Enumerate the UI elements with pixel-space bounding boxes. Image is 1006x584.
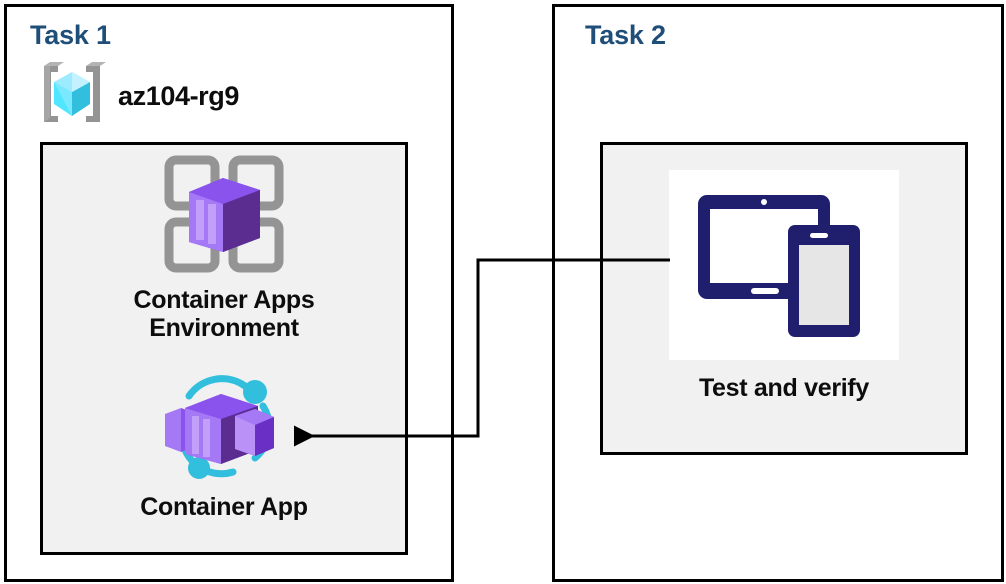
node-container-apps-environment-label: Container Apps Environment <box>133 286 315 342</box>
task-2-title: Task 2 <box>585 20 666 50</box>
azure-resource-group-icon <box>36 58 108 135</box>
container-apps-environment-icon <box>159 152 289 282</box>
node-container-app[interactable]: Container App <box>104 372 344 521</box>
test-icon-backdrop <box>669 170 899 360</box>
resource-group-label: az104-rg9 <box>118 81 239 111</box>
node-container-app-label: Container App <box>140 493 308 521</box>
node-container-apps-environment[interactable]: Container Apps Environment <box>104 152 344 342</box>
resource-group-row: az104-rg9 <box>36 58 239 135</box>
task-1-title: Task 1 <box>30 20 111 50</box>
node-test-and-verify-label: Test and verify <box>698 374 870 402</box>
devices-test-icon <box>692 183 877 348</box>
node-test-and-verify[interactable]: Test and verify <box>650 170 918 402</box>
container-app-icon <box>159 372 289 487</box>
